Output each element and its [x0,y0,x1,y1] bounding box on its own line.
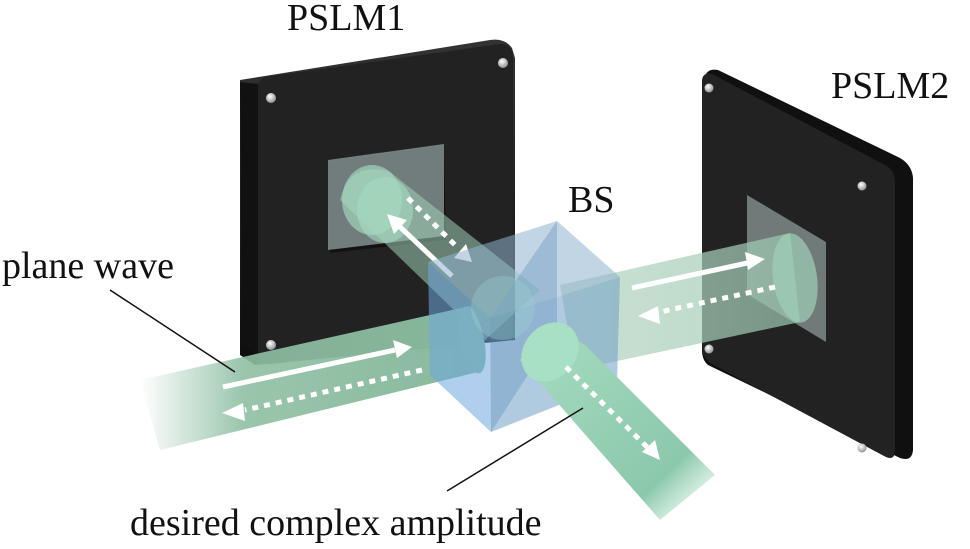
leader-line-plane-wave [109,289,236,373]
beam-output [520,322,715,520]
beam-arm-pslm2 [560,233,818,370]
arrow-dotted-output [564,365,650,450]
pslm2-screw-icon [857,181,867,191]
label-plane-wave: plane wave [2,245,174,287]
arrowhead-icon [642,440,660,460]
arrowhead-icon [387,214,407,234]
bs-top-face [428,221,620,318]
pslm1-screw-icon [266,93,276,103]
arrow-solid-to-pslm2 [631,259,753,291]
bs-beam-cross-section [471,276,535,340]
arrowhead-icon [638,306,660,324]
pslm2-screw-icon [857,443,867,453]
beam-arm-pslm2-end [772,233,818,323]
beam-arm-pslm2-body [560,233,800,370]
pslm1-screw-icon [266,340,276,350]
leader-line-output [446,407,584,492]
beam-output-body [520,335,715,520]
label-desired-complex-amplitude: desired complex amplitude [130,502,542,544]
arrowhead-icon [745,252,765,270]
arrowhead-icon [222,403,245,421]
pslm2-screw-icon [704,344,714,354]
beam-output-end [521,322,579,382]
label-bs: BS [568,179,614,221]
label-pslm1: PSLM1 [287,0,405,39]
label-pslm2: PSLM2 [831,65,949,107]
bs-diagonal-plane [490,221,557,432]
arrow-dotted-from-pslm2 [654,284,776,316]
pslm2-screw-icon [704,83,714,93]
arrowhead-icon [393,340,412,358]
pslm1-screw-icon [498,58,508,68]
bs-left-face [428,262,491,432]
pslm1-side-face [240,82,258,354]
arrow-solid-plane-wave [222,347,396,390]
